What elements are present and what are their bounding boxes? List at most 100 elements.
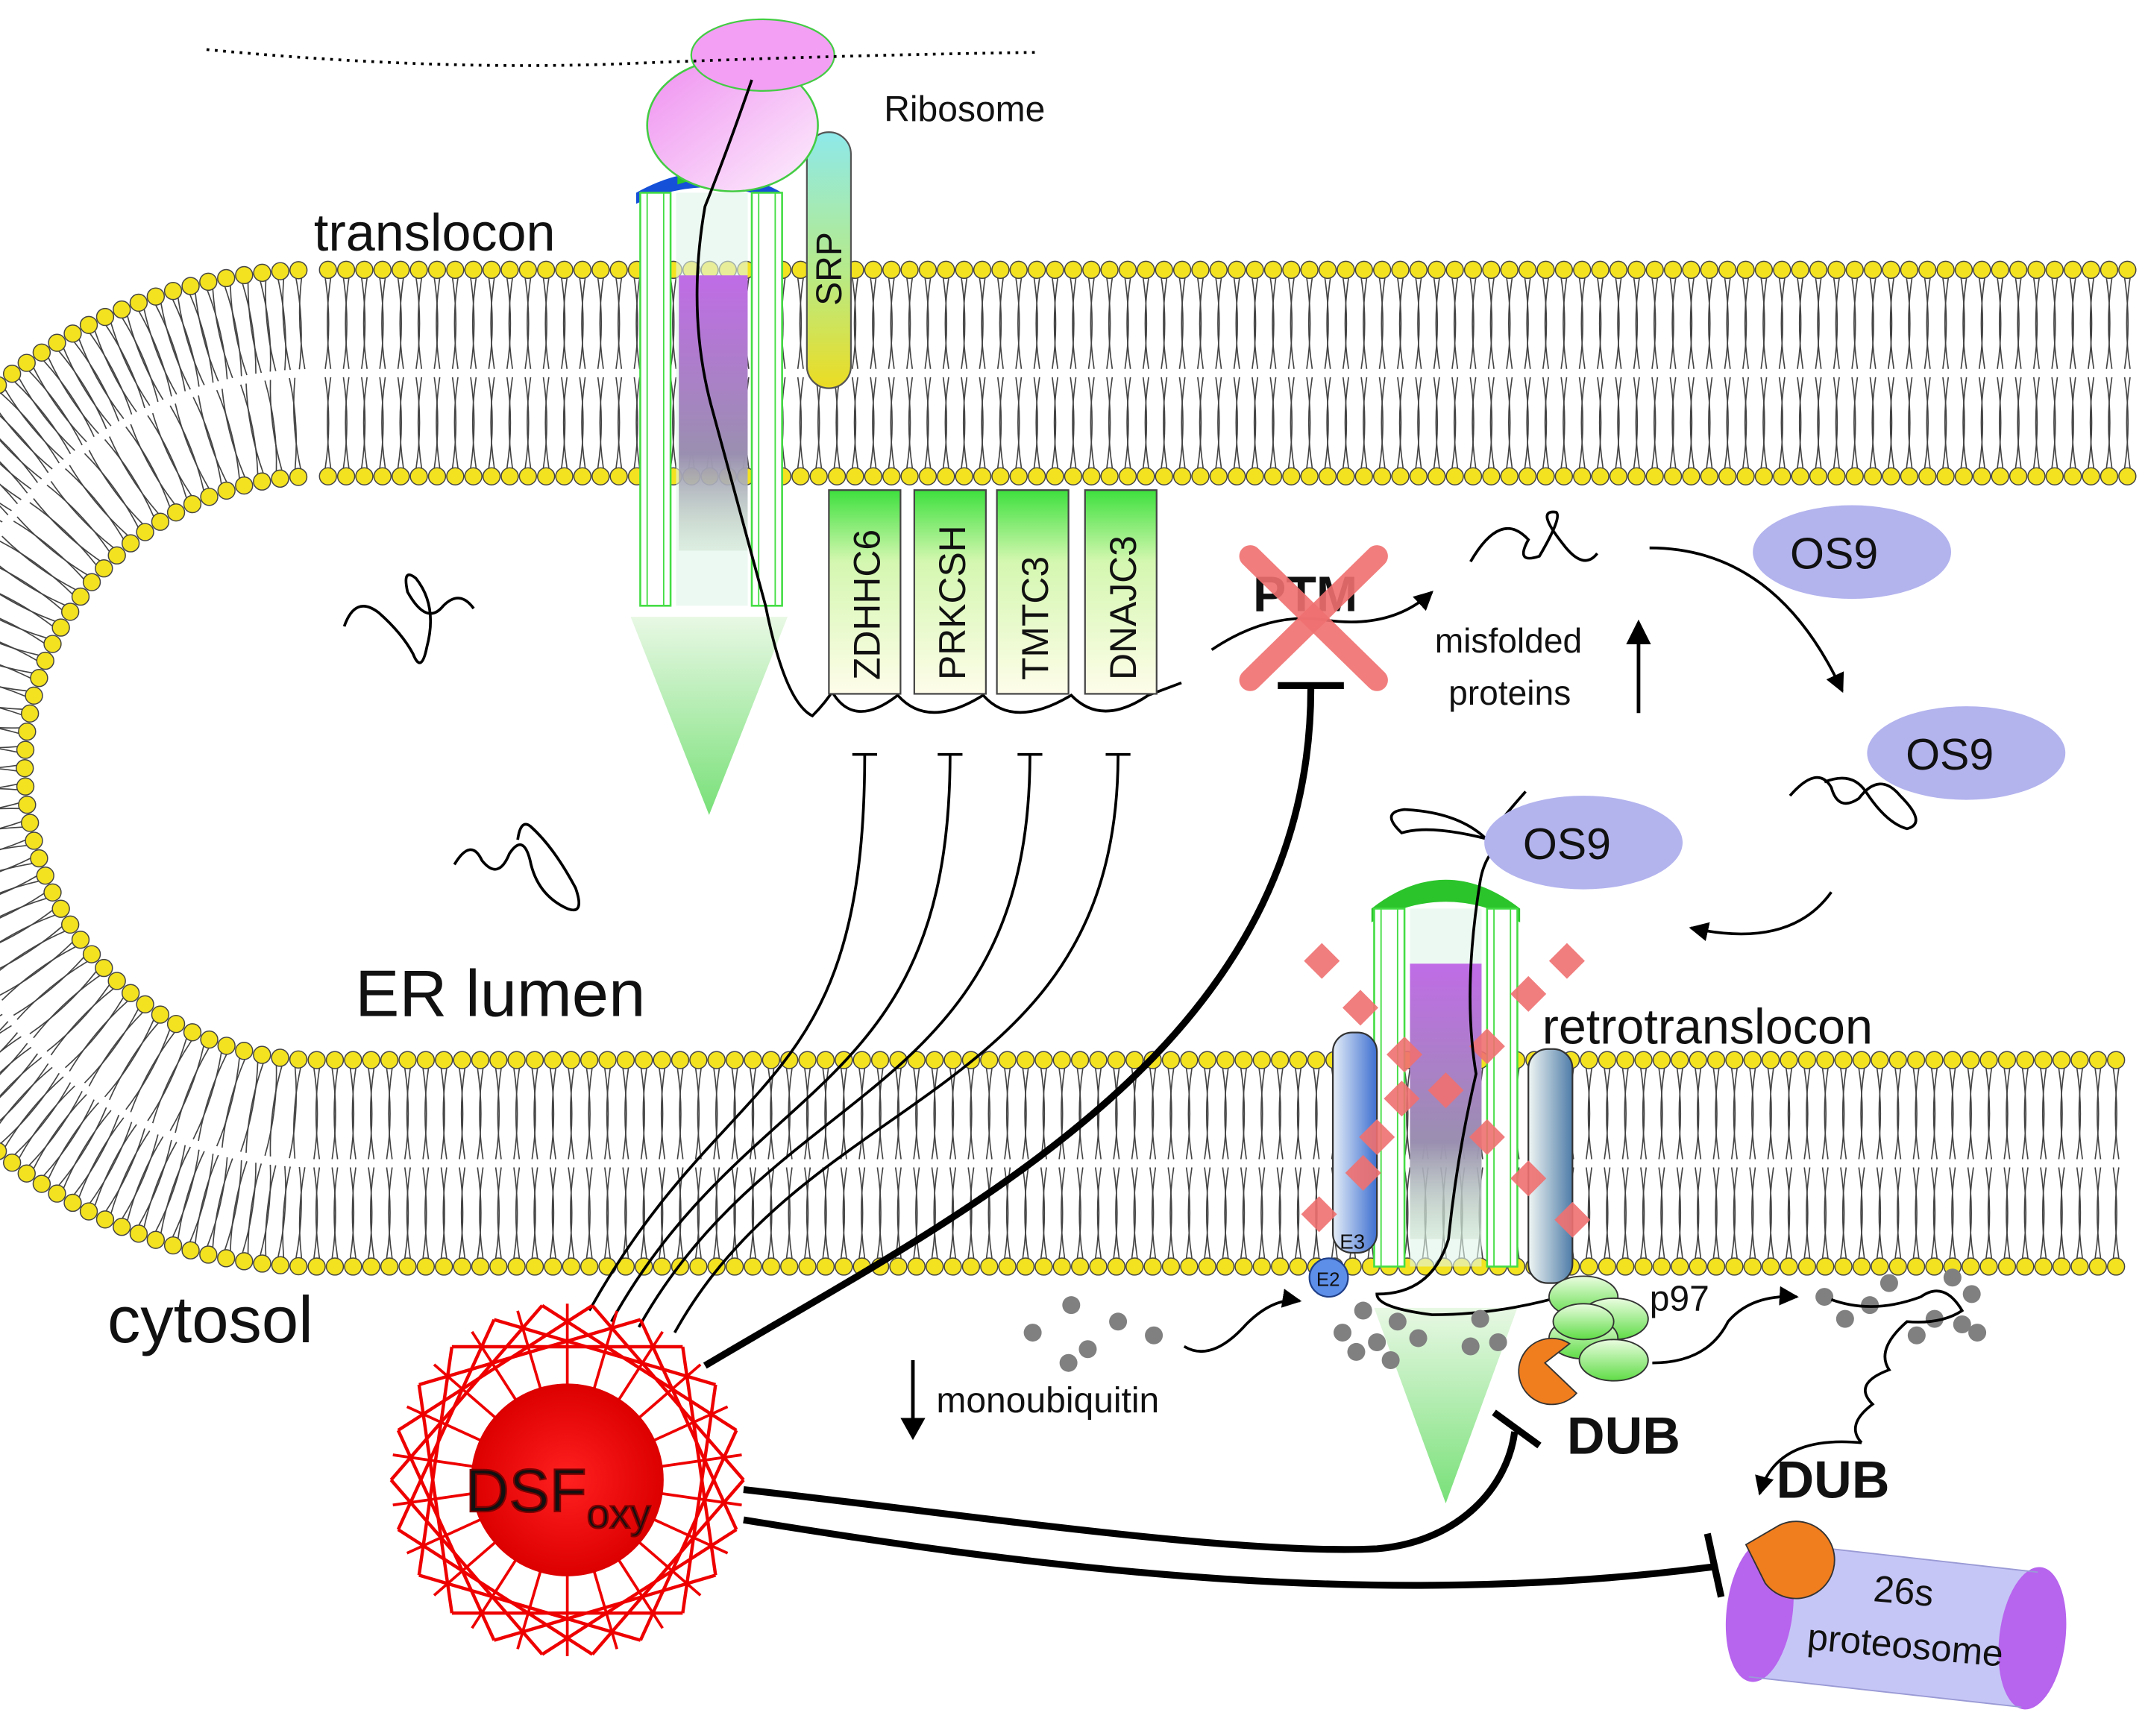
ubiquitin-group — [1023, 1268, 1987, 1372]
ubiquitin-dot — [1368, 1333, 1387, 1351]
dsf-oxy-compound: DSFoxy — [389, 1303, 745, 1656]
inhibitor-diamond — [1384, 1081, 1420, 1117]
ubiquitin-dot — [1489, 1333, 1507, 1351]
ubiquitinated-protein — [1830, 1289, 1965, 1444]
ubiquitin-dot — [1354, 1301, 1372, 1320]
to-proteasome-arrow — [1755, 1440, 1862, 1496]
cytosol-label: cytosol — [107, 1283, 313, 1356]
dub-pacman-2 — [1745, 1520, 1835, 1600]
chaperone-group: ZDHHC6 PRKCSH TMTC3 DNAJC3 — [828, 489, 1158, 695]
ubiquitin-dot — [1059, 1353, 1078, 1372]
dsf-label: DSFoxy — [465, 1457, 651, 1537]
nascent-chain — [695, 79, 1182, 718]
chaperone-zdhhc6: ZDHHC6 — [828, 489, 902, 695]
lumen-protein-1 — [342, 573, 475, 664]
increase-arrow-misfolded — [1626, 619, 1651, 714]
ubiquitin-dot — [1880, 1274, 1898, 1292]
lumen-protein-2 — [453, 823, 581, 912]
chaperone-prkcsh: PRKCSH — [913, 489, 987, 695]
inhibitor-diamond — [1345, 1154, 1381, 1191]
chaperone-tmtc3: TMTC3 — [996, 489, 1070, 695]
os9-label-2: OS9 — [1906, 730, 1994, 779]
ubiquitin-dot — [1461, 1337, 1480, 1356]
decrease-arrow-monoubiquitin — [900, 1360, 926, 1441]
ubiquitin-transfer-arrow — [1183, 1289, 1302, 1353]
ubiquitin-dot — [1835, 1309, 1854, 1328]
ptm-blocked: PTM — [1210, 545, 1433, 691]
inhibitor-diamond — [1428, 1072, 1464, 1109]
ubiquitin-dot — [1861, 1296, 1880, 1315]
inhibitor-diamond — [1554, 1201, 1591, 1238]
chaperone-dnajc3: DNAJC3 — [1084, 489, 1158, 695]
dub-pacman-1 — [1518, 1337, 1578, 1406]
p97-to-protein-arrow — [1652, 1286, 1799, 1365]
p97-label: p97 — [1650, 1280, 1709, 1319]
inhibitor-diamond — [1301, 1196, 1337, 1233]
os9-3: OS9 — [1484, 796, 1683, 890]
os9-to-retrotranslocon-arrow — [1689, 891, 1833, 941]
ubiquitin-dot — [1145, 1326, 1164, 1345]
inhibitor-diamond — [1304, 943, 1340, 979]
misfolded-label-1: misfolded — [1435, 621, 1582, 660]
srp: SRP — [806, 131, 852, 389]
e3-label: E3 — [1340, 1230, 1365, 1253]
ubiquitin-dot — [1815, 1288, 1834, 1306]
ubiquitin-dot — [1907, 1326, 1926, 1345]
inhibitor-diamond — [1469, 1028, 1505, 1065]
ubiquitin-dot — [1409, 1329, 1428, 1347]
monoubiquitin-label: monoubiquitin — [936, 1381, 1159, 1421]
ubiquitin-dot — [1023, 1324, 1042, 1342]
translocation-arrow — [630, 617, 788, 815]
chaperone-label: TMTC3 — [1014, 556, 1056, 680]
os9-label-1: OS9 — [1790, 529, 1878, 578]
e2-label: E2 — [1316, 1269, 1340, 1290]
translocon-channel — [630, 166, 788, 815]
inhibitor-diamond — [1359, 1119, 1395, 1155]
retrotranslocon-label: retrotranslocon — [1542, 999, 1873, 1054]
dsf-inhibition-lines — [588, 682, 1725, 1598]
ubiquitin-dot — [1943, 1268, 1962, 1287]
inhibitor-diamond-group — [1301, 943, 1591, 1238]
er-lumen-label: ER lumen — [355, 956, 645, 1030]
ubiquitin-dot — [1109, 1312, 1128, 1331]
misfolded-protein-top — [1469, 510, 1599, 563]
chaperone-label: PRKCSH — [932, 525, 973, 680]
srp-label: SRP — [810, 232, 850, 306]
retrotranslocon-subunit — [1527, 1048, 1574, 1284]
proteasome-label-1: 26s — [1872, 1567, 1935, 1614]
ubiquitin-dot — [1962, 1285, 1981, 1303]
e2-enzyme: E2 — [1308, 1257, 1349, 1298]
ubiquitin-dot — [1388, 1312, 1407, 1331]
inhibitor-diamond — [1387, 1037, 1423, 1073]
chaperone-label: ZDHHC6 — [847, 529, 888, 680]
retrotranslocon-channel — [1371, 879, 1521, 1503]
ubiquitin-dot — [1062, 1296, 1081, 1315]
ubiquitin-dot — [1347, 1342, 1366, 1361]
ubiquitin-dot — [1471, 1309, 1489, 1328]
inhibitor-diamond — [1510, 975, 1547, 1012]
ubiquitin-dot — [1078, 1340, 1097, 1359]
inhibitor-diamond — [1510, 1160, 1547, 1197]
dub-label-2: DUB — [1777, 1450, 1890, 1509]
os9-binding-arrow — [1649, 546, 1844, 694]
retro-chain — [1375, 841, 1571, 1316]
p97: p97 — [1548, 1275, 1709, 1382]
os9-1: OS9 — [1753, 505, 1951, 600]
ubiquitin-dot — [1381, 1351, 1400, 1369]
ribosome: Ribosome — [206, 18, 1045, 192]
os9-2: OS9 — [1867, 706, 2066, 800]
os9-label-3: OS9 — [1523, 820, 1611, 869]
misfolded-label-2: proteins — [1448, 673, 1571, 712]
translocon-label: translocon — [314, 203, 556, 262]
inhibitor-diamond — [1548, 943, 1585, 979]
chaperone-label: DNAJC3 — [1102, 535, 1144, 680]
ubiquitin-dot — [1953, 1315, 1971, 1333]
ubiquitin-dot — [1968, 1324, 1987, 1342]
os9-bound-protein — [1789, 776, 1918, 831]
dub-label-1: DUB — [1567, 1406, 1680, 1465]
er-membrane — [0, 260, 2137, 1276]
inhibitor-diamond — [1469, 1119, 1505, 1155]
inhibitor-diamond — [1342, 990, 1378, 1026]
ubiquitin-dot — [1334, 1324, 1351, 1342]
